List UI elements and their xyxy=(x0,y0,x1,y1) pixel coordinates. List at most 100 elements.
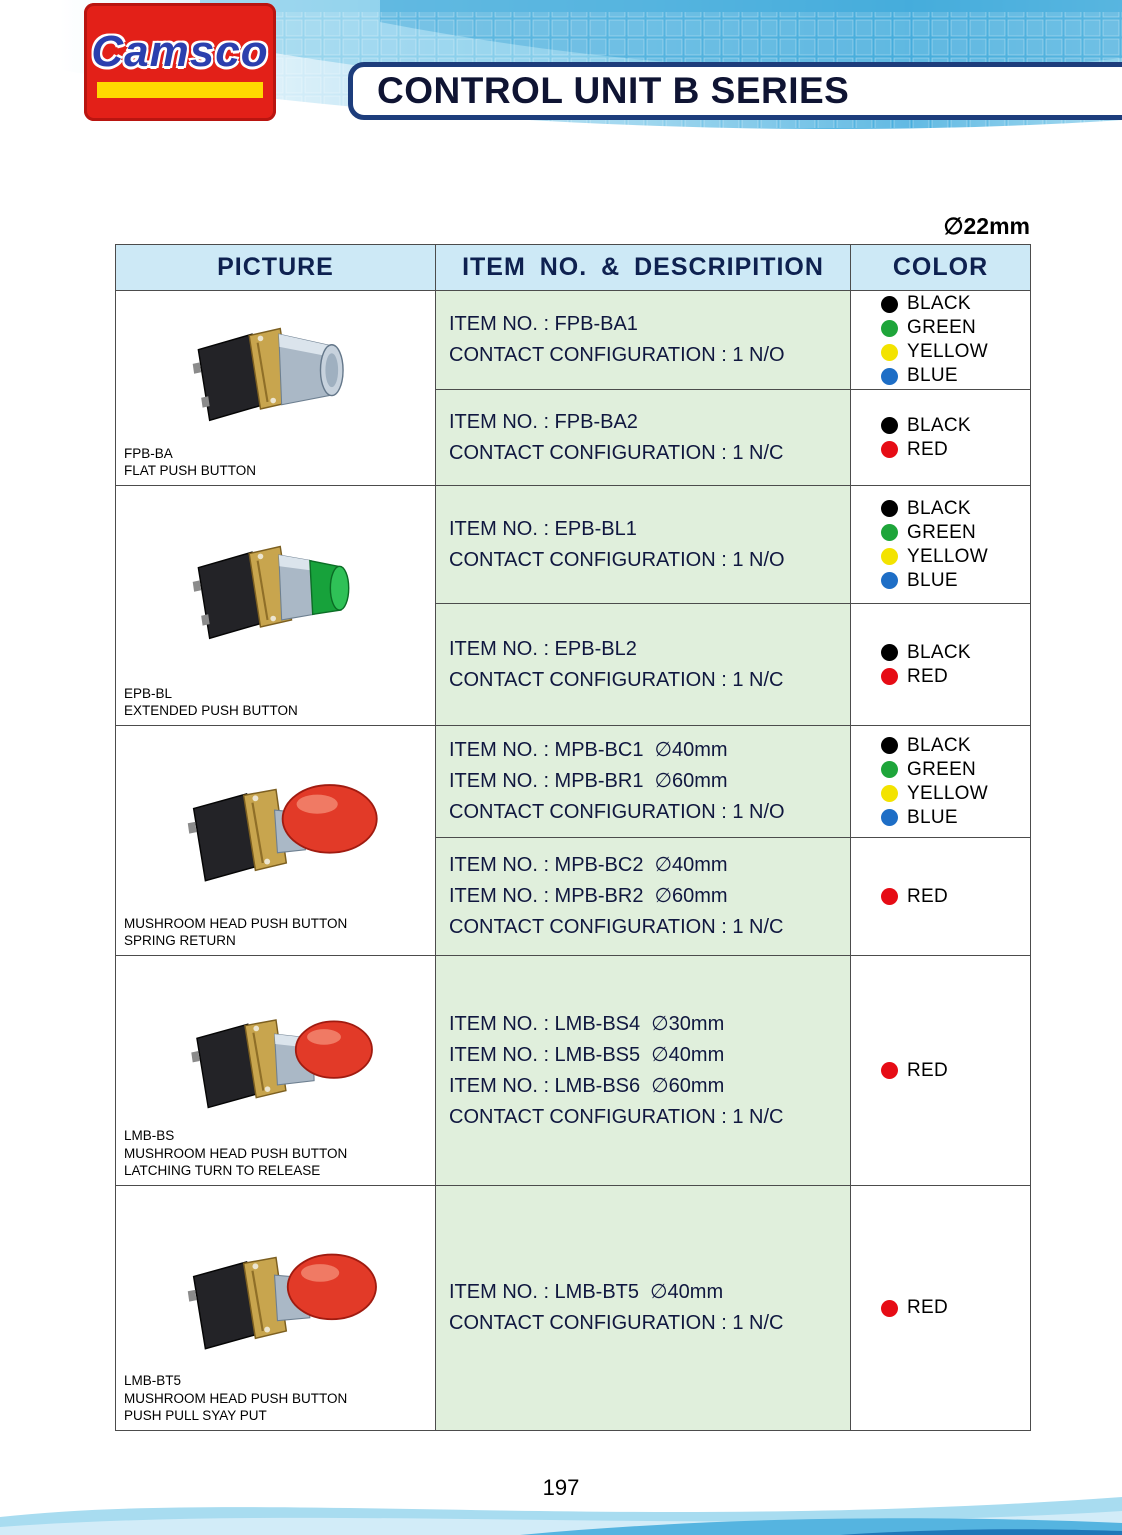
caption-line: MUSHROOM HEAD PUSH BUTTON xyxy=(124,1390,348,1406)
caption-line: EPB-BL xyxy=(124,685,173,701)
caption-line: SPRING RETURN xyxy=(124,933,236,949)
color-dot xyxy=(881,761,898,778)
table-row-epb-bl1: EPB-BL EXTENDED PUSH BUTTON ITEM NO. : E… xyxy=(115,485,1031,726)
camsco-logo: Camsco xyxy=(84,3,276,121)
caption-line: LMB-BS xyxy=(124,1128,175,1144)
color-dot xyxy=(881,668,898,685)
color-option: RED xyxy=(881,439,1030,461)
color-option: BLUE xyxy=(881,807,1030,829)
color-dot xyxy=(881,1299,898,1317)
color-dot xyxy=(881,367,898,385)
table-row-mpb-2: ITEM NO. : MPB-BC2 ∅40mm ITEM NO. : MPB-… xyxy=(116,837,1031,956)
product-table: PICTURE ITEM NO. & DESCRIPITION COLOR xyxy=(115,244,1031,1431)
caption-line: EXTENDED PUSH BUTTON xyxy=(124,703,298,719)
color-label: RED xyxy=(907,1297,949,1318)
color-label: YELLOW xyxy=(907,341,988,362)
caption-line: MUSHROOM HEAD PUSH BUTTON xyxy=(124,915,348,931)
color-cell-lmb-bs: RED xyxy=(850,955,1031,1186)
table-row-fpb-ba2: ITEM NO. : FPB-BA2 CONTACT CONFIGURATION… xyxy=(116,389,1031,486)
description-cell-lmb-bs: ITEM NO. : LMB-BS4 ∅30mm ITEM NO. : LMB-… xyxy=(435,955,851,1186)
table-row-fpb-ba1: FPB-BA FLAT PUSH BUTTON ITEM NO. : FPB-B… xyxy=(115,290,1031,486)
color-option: YELLOW xyxy=(881,546,1030,568)
color-option: YELLOW xyxy=(881,783,1030,805)
item-line: ITEM NO. : MPB-BR1 ∅60mm xyxy=(449,770,728,792)
camsco-logo-underline xyxy=(97,81,263,98)
picture-cell-epb-bl: EPB-BL EXTENDED PUSH BUTTON xyxy=(115,485,436,726)
color-label: YELLOW xyxy=(907,545,988,567)
color-dot xyxy=(881,417,898,434)
picture-cell-lmb-bt5: LMB-BT5 MUSHROOM HEAD PUSH BUTTON PUSH P… xyxy=(115,1185,436,1431)
color-cell-fpb-ba1: BLACK GREEN YELLOW BLUE xyxy=(850,290,1031,390)
color-cell-fpb-ba2: BLACK RED xyxy=(850,389,1031,486)
picture-caption-mpb: MUSHROOM HEAD PUSH BUTTON SPRING RETURN xyxy=(124,915,347,950)
color-label: YELLOW xyxy=(907,782,988,804)
picture-caption-lmb-bt5: LMB-BT5 MUSHROOM HEAD PUSH BUTTON PUSH P… xyxy=(124,1372,347,1425)
table-row-lmb-bs: LMB-BS MUSHROOM HEAD PUSH BUTTON LATCHIN… xyxy=(115,955,1031,1186)
color-option: BLACK xyxy=(881,293,1030,315)
picture-cell-mpb: MUSHROOM HEAD PUSH BUTTON SPRING RETURN xyxy=(115,725,436,956)
color-option: BLACK xyxy=(881,735,1030,757)
color-option: BLACK xyxy=(881,642,1030,664)
table-row-lmb-bt5: LMB-BT5 MUSHROOM HEAD PUSH BUTTON PUSH P… xyxy=(115,1185,1031,1431)
item-line: ITEM NO. : EPB-BL1 xyxy=(449,517,637,540)
picture-caption-epb-bl: EPB-BL EXTENDED PUSH BUTTON xyxy=(124,685,298,720)
color-label: BLUE xyxy=(907,806,958,828)
color-dot xyxy=(881,343,898,361)
picture-caption-lmb-bs: LMB-BS MUSHROOM HEAD PUSH BUTTON LATCHIN… xyxy=(124,1127,347,1180)
mushroom-head-latching-image xyxy=(190,1018,373,1108)
color-option: RED xyxy=(881,886,1030,908)
item-line: ITEM NO. : MPB-BC2 ∅40mm xyxy=(449,854,728,876)
color-label: RED xyxy=(907,1059,949,1081)
item-line: ITEM NO. : MPB-BC1 ∅40mm xyxy=(449,739,728,761)
color-dot xyxy=(881,785,898,802)
color-option: RED xyxy=(881,1297,1030,1319)
color-cell-lmb-bt5: RED xyxy=(850,1185,1031,1431)
color-cell-mpb-2: RED xyxy=(850,837,1031,956)
color-option: BLUE xyxy=(881,570,1030,592)
color-label: BLACK xyxy=(907,641,971,663)
item-line: ITEM NO. : LMB-BS4 ∅30mm xyxy=(449,1012,725,1035)
contact-line: CONTACT CONFIGURATION : 1 N/C xyxy=(449,1312,784,1334)
color-dot xyxy=(881,644,898,661)
color-option: GREEN xyxy=(881,759,1030,781)
picture-cell-fpb-ba: FPB-BA FLAT PUSH BUTTON xyxy=(115,290,436,486)
color-dot xyxy=(881,572,898,589)
contact-line: CONTACT CONFIGURATION : 1 N/C xyxy=(449,668,784,691)
item-line: ITEM NO. : FPB-BA2 xyxy=(449,410,638,433)
title-box: CONTROL UNIT B SERIES xyxy=(348,62,1122,120)
footer-band xyxy=(0,1483,1122,1535)
description-cell-lmb-bt5: ITEM NO. : LMB-BT5 ∅40mm CONTACT CONFIGU… xyxy=(435,1185,851,1431)
item-line: ITEM NO. : LMB-BS6 ∅60mm xyxy=(449,1074,725,1097)
caption-line: FPB-BA xyxy=(124,445,173,461)
color-dot xyxy=(881,319,898,337)
contact-line: CONTACT CONFIGURATION : 1 N/C xyxy=(449,441,784,464)
caption-line: FLAT PUSH BUTTON xyxy=(124,463,257,479)
footer-decoration xyxy=(0,1497,1122,1535)
item-line: ITEM NO. : LMB-BT5 ∅40mm xyxy=(449,1281,724,1303)
color-option: YELLOW xyxy=(881,341,1030,363)
camsco-logo-text: Camsco xyxy=(91,26,269,76)
color-label: GREEN xyxy=(907,758,977,780)
color-cell-epb-bl1: BLACK GREEN YELLOW BLUE xyxy=(850,485,1031,604)
color-label: BLUE xyxy=(907,365,958,386)
color-cell-mpb-1: BLACK GREEN YELLOW BLUE xyxy=(850,725,1031,838)
color-label: GREEN xyxy=(907,521,977,543)
color-dot xyxy=(881,809,898,826)
col-header-picture: PICTURE xyxy=(115,244,436,291)
color-dot xyxy=(881,524,898,541)
extended-push-button-image xyxy=(192,545,349,639)
description-cell-mpb-1: ITEM NO. : MPB-BC1 ∅40mm ITEM NO. : MPB-… xyxy=(435,725,851,838)
contact-line: CONTACT CONFIGURATION : 1 N/C xyxy=(449,1105,784,1128)
header-band: Camsco CONTROL UNIT B SERIES xyxy=(0,0,1122,142)
item-line: ITEM NO. : MPB-BR2 ∅60mm xyxy=(449,885,728,907)
caption-line: MUSHROOM HEAD PUSH BUTTON xyxy=(124,1145,348,1161)
color-option: RED xyxy=(881,666,1030,688)
contact-line: CONTACT CONFIGURATION : 1 N/O xyxy=(449,344,785,366)
color-label: BLACK xyxy=(907,414,971,436)
color-label: RED xyxy=(907,438,949,460)
table-row-epb-bl2: ITEM NO. : EPB-BL2 CONTACT CONFIGURATION… xyxy=(116,603,1031,726)
table-header-row: PICTURE ITEM NO. & DESCRIPITION COLOR xyxy=(115,244,1031,291)
color-dot xyxy=(881,500,898,517)
size-note: ∅22mm xyxy=(943,213,1030,239)
color-dot xyxy=(881,737,898,754)
